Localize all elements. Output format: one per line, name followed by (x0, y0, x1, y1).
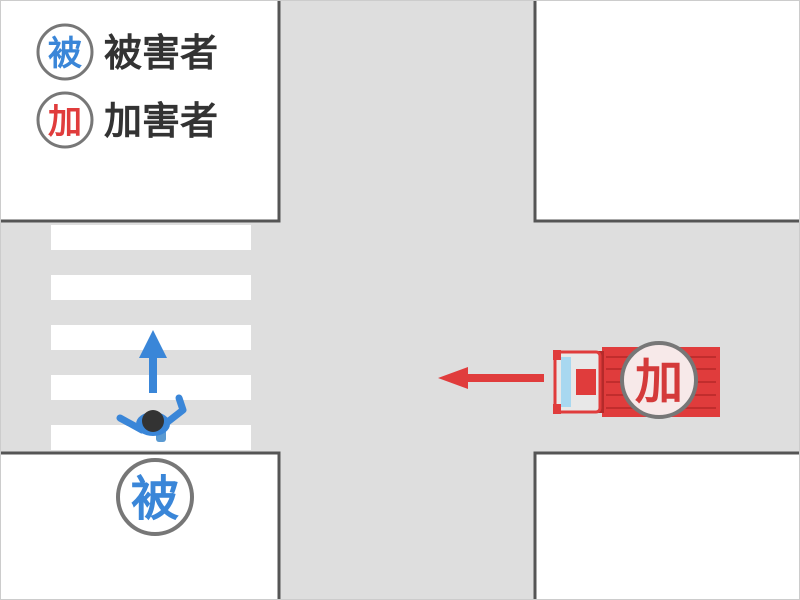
legend-victim-badge (36, 23, 94, 81)
legend-perpetrator-label: 加害者 (104, 99, 218, 143)
perpetrator-marker-symbol: 加 (635, 354, 683, 410)
legend-item-victim: 被 被害者 (36, 23, 218, 81)
victim-marker: 被 (116, 458, 194, 536)
victim-marker-symbol: 被 (131, 471, 179, 527)
legend-victim-symbol: 被 (48, 34, 82, 74)
legend-victim-label: 被害者 (104, 31, 218, 75)
crosswalk (51, 225, 251, 450)
arrow-left-icon (438, 367, 544, 389)
legend-item-perpetrator: 加 加害者 (36, 91, 218, 149)
legend: 被 被害者 加 加害者 (36, 23, 218, 149)
legend-perpetrator-badge (36, 91, 94, 149)
legend-perpetrator-symbol: 加 (48, 102, 82, 142)
arrow-up-icon (139, 330, 167, 393)
pedestrian-icon (116, 394, 187, 442)
crosswalk-stripe (51, 275, 251, 300)
perpetrator-marker: 加 (620, 341, 698, 419)
block-bottom-right (533, 451, 800, 600)
crosswalk-stripe (51, 225, 251, 250)
block-top-right (533, 0, 800, 223)
